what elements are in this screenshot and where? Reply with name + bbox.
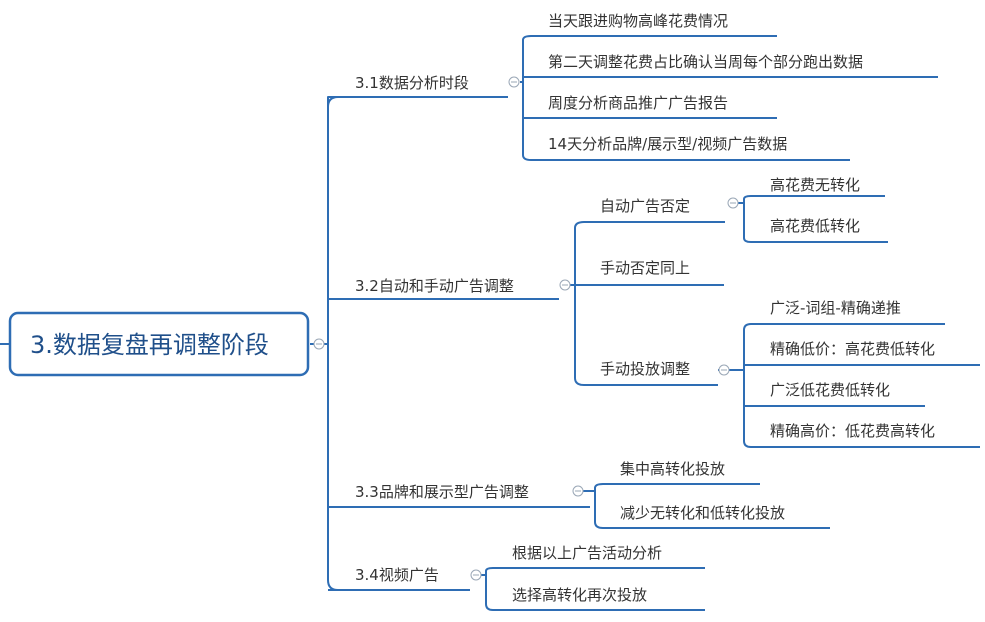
leaf-node[interactable]: 广泛低花费低转化 <box>770 381 890 399</box>
leaf-node[interactable]: 选择高转化再次投放 <box>512 586 647 604</box>
leaf-node[interactable]: 根据以上广告活动分析 <box>512 544 662 562</box>
branch-3-3-label: 3.3品牌和展示型广告调整 <box>355 483 529 501</box>
branch-3-4-node[interactable]: 3.4视频广告 <box>355 566 439 584</box>
branch-3-1-node[interactable]: 3.1数据分析时段 <box>355 74 469 92</box>
branch-3-4-collapse-toggle[interactable] <box>470 569 482 581</box>
leaf-node[interactable]: 高花费无转化 <box>770 176 860 194</box>
branch-3-2-node[interactable]: 3.2自动和手动广告调整 <box>355 277 514 295</box>
leaf-node[interactable]: 精确高价：低花费高转化 <box>770 422 935 440</box>
leaf-node[interactable]: 精确低价：高花费低转化 <box>770 340 935 358</box>
sub-branch-auto-negate[interactable]: 自动广告否定 <box>600 197 690 215</box>
leaf-node[interactable]: 高花费低转化 <box>770 217 860 235</box>
leaf-node[interactable]: 当天跟进购物高峰花费情况 <box>548 12 728 30</box>
root-collapse-toggle[interactable] <box>313 338 325 350</box>
branch-3-2-collapse-toggle[interactable] <box>559 279 571 291</box>
branch-3-1-collapse-toggle[interactable] <box>508 76 520 88</box>
branch-3-4-label: 3.4视频广告 <box>355 566 439 584</box>
auto-negate-collapse-toggle[interactable] <box>727 197 739 209</box>
leaf-node[interactable]: 广泛-词组-精确递推 <box>770 299 901 317</box>
leaf-node[interactable]: 集中高转化投放 <box>620 460 725 478</box>
leaf-node[interactable]: 减少无转化和低转化投放 <box>620 504 785 522</box>
root-title: 3.数据复盘再调整阶段 <box>30 331 269 359</box>
manual-adjust-collapse-toggle[interactable] <box>718 364 730 376</box>
branch-3-3-collapse-toggle[interactable] <box>572 485 584 497</box>
root-node[interactable]: 3.数据复盘再调整阶段 <box>8 311 310 377</box>
leaf-node[interactable]: 第二天调整花费占比确认当周每个部分跑出数据 <box>548 53 863 71</box>
leaf-node[interactable]: 周度分析商品推广广告报告 <box>548 94 728 112</box>
branch-3-2-label: 3.2自动和手动广告调整 <box>355 277 514 295</box>
sub-branch-manual-negate[interactable]: 手动否定同上 <box>600 259 690 277</box>
leaf-node[interactable]: 14天分析品牌/展示型/视频广告数据 <box>548 135 787 153</box>
branch-3-3-node[interactable]: 3.3品牌和展示型广告调整 <box>355 483 529 501</box>
connector-lines <box>0 35 980 611</box>
sub-branch-manual-adjust[interactable]: 手动投放调整 <box>600 360 690 378</box>
branch-3-1-label: 3.1数据分析时段 <box>355 74 469 92</box>
